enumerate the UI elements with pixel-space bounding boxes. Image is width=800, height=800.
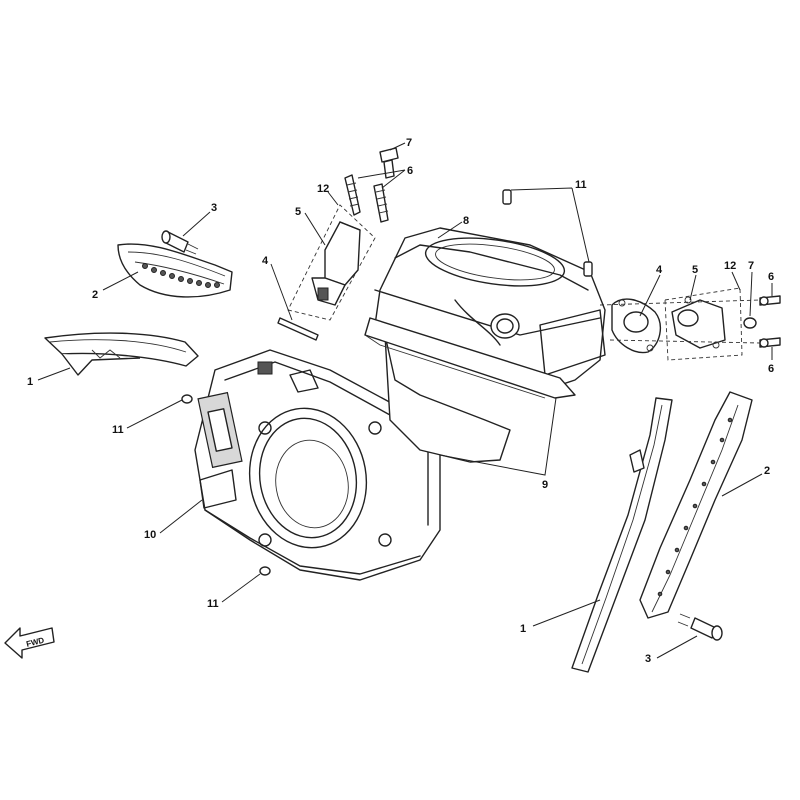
cylinder-block: [194, 349, 441, 581]
callout-3-bottom: 3: [645, 653, 651, 665]
callout-12-top: 12: [317, 183, 329, 195]
callout-11-left: 11: [112, 424, 124, 436]
callout-4-right: 4: [656, 264, 663, 276]
tensioner-gasket-right: [611, 298, 662, 354]
callout-6-top: 6: [407, 165, 413, 177]
o-ring-seal-left: [277, 317, 319, 341]
callout-8: 8: [463, 215, 469, 227]
callout-11-bottom: 11: [207, 598, 219, 610]
chain-guide-upper-left: [117, 243, 233, 298]
cylinder-head: [364, 227, 606, 463]
callout-6-right-bottom: 6: [768, 363, 774, 375]
callout-12-right: 12: [724, 260, 736, 272]
chain-guide-right: [639, 391, 753, 619]
callout-3-top: 3: [211, 202, 217, 214]
callout-10: 10: [144, 529, 156, 541]
callout-2-top: 2: [92, 289, 98, 301]
callout-7-top: 7: [406, 137, 412, 149]
chain-tensioner-top: [287, 147, 399, 321]
leader-lines: [37, 142, 773, 659]
callout-4-left: 4: [262, 255, 269, 267]
callout-6-right-top: 6: [768, 271, 774, 283]
chain-tensioner-right: [599, 287, 781, 361]
cylinder-head-gasket: [364, 334, 546, 399]
fwd-label: FWD: [25, 636, 45, 649]
dowel-pins: [181, 189, 593, 576]
callout-1-bottom: 1: [520, 623, 526, 635]
callout-5-top: 5: [295, 206, 301, 218]
callout-1-left: 1: [27, 376, 33, 388]
callout-2-right: 2: [764, 465, 770, 477]
pivot-bolt-upper: [161, 230, 199, 255]
forward-direction-arrow: FWD: [4, 627, 55, 659]
callout-11-top: 11: [575, 179, 587, 191]
callout-7-right: 7: [748, 260, 754, 272]
callout-5-right: 5: [692, 264, 698, 276]
chain-guide-blade-right: [571, 397, 673, 673]
callout-labels: 7 6 12 3 5 8 11 4 2 1 11 9 10 11 4 5 12 …: [27, 137, 774, 665]
pivot-bolt-lower: [677, 613, 723, 641]
callout-9: 9: [542, 479, 548, 491]
chain-guide-blade-left: [44, 332, 199, 376]
